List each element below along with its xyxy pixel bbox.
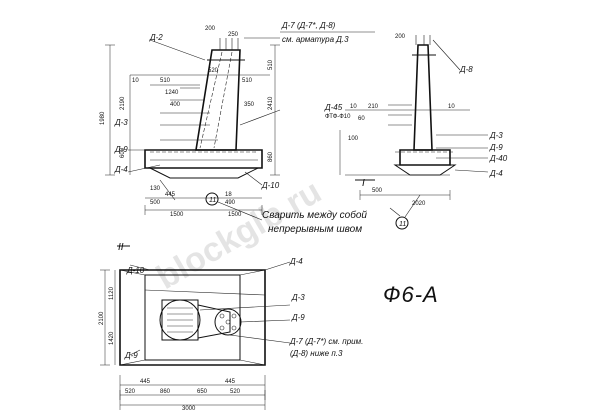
- dim-520: 520: [208, 68, 219, 74]
- dim-200-side: 200: [395, 34, 406, 40]
- mark-d9: Д-9: [114, 145, 128, 154]
- vertical-dims-front: 1980 2190 600 2410 510 860: [100, 59, 274, 162]
- dim-2410: 2410: [268, 96, 274, 110]
- section-1-label: I: [362, 178, 365, 189]
- mark-d3-side: Д-3: [489, 131, 503, 140]
- dim-200: 200: [205, 26, 216, 32]
- mark-d4: Д-4: [114, 165, 128, 174]
- dim-2190: 2190: [120, 96, 126, 110]
- section-2-label: II: [118, 242, 124, 253]
- drawing-title: Ф6-А: [383, 282, 439, 307]
- callout-11-front: 11: [209, 197, 216, 204]
- dim-510: 510: [160, 78, 171, 84]
- dim-1500-right: 1500: [228, 212, 242, 218]
- dim-210: 210: [368, 104, 379, 110]
- plan-note-1: Д-7 (Д-7*) см. прим.: [289, 337, 363, 346]
- dim-10-side-r: 10: [448, 104, 455, 110]
- anchor-ref-note: Д-7 (Д-7*, Д-8): [281, 21, 336, 30]
- mark-d9-side: Д-9: [489, 143, 503, 152]
- dim-520-plan-r: 520: [230, 389, 241, 395]
- dim-350: 350: [244, 102, 255, 108]
- dim-100: 100: [348, 136, 359, 142]
- front-elevation: [105, 37, 281, 221]
- dim-1120: 1120: [109, 286, 115, 300]
- dim-510-r: 510: [242, 78, 253, 84]
- dim-1500-left: 1500: [170, 212, 184, 218]
- mark-d4-side: Д-4: [489, 169, 503, 178]
- mark-d3-plan: Д-3: [291, 293, 305, 302]
- dim-445-plan-r: 445: [225, 379, 236, 385]
- dim-1240: 1240: [165, 90, 179, 96]
- vertical-dims-plan: 2100 1120 1420: [99, 286, 115, 345]
- dim-250: 250: [228, 32, 239, 38]
- weld-note-1: Сварить между собой: [262, 209, 367, 221]
- dim-1420: 1420: [109, 331, 115, 345]
- dim-60: 60: [358, 116, 365, 122]
- dim-3000: 3000: [182, 406, 196, 412]
- mark-d45: Д-45: [324, 103, 343, 112]
- mark-d2: Д-2: [149, 33, 163, 42]
- mark-d9-plan-2: Д-9: [291, 313, 305, 322]
- dim-490: 490: [225, 200, 236, 206]
- dim-445-plan: 445: [140, 379, 151, 385]
- dim-500: 500: [150, 200, 161, 206]
- mark-d4-plan: Д-4: [289, 257, 303, 266]
- anchor-ref-note-2: см. арматура Д.3: [282, 35, 349, 44]
- dim-860-plan: 860: [160, 389, 171, 395]
- dim-400: 400: [170, 102, 181, 108]
- dim-600: 600: [120, 147, 126, 158]
- mark-d9-plan: Д-9: [124, 351, 138, 360]
- dim-860: 860: [268, 151, 274, 162]
- plan-view: [100, 245, 291, 410]
- dim-2100: 2100: [99, 311, 105, 325]
- mark-d8: Д-8: [459, 65, 473, 74]
- side-elevation: [339, 35, 489, 230]
- dim-520-plan: 520: [125, 389, 136, 395]
- mark-d3: Д-3: [114, 118, 128, 127]
- weld-note-2: непрерывным швом: [268, 224, 362, 235]
- mark-d10-plan: Д-10: [126, 266, 145, 275]
- callout-11-side: 11: [399, 221, 406, 228]
- dim-500-side: 500: [372, 188, 383, 194]
- dim-10: 10: [132, 78, 139, 84]
- dim-10-side: 10: [350, 104, 357, 110]
- dim-650-plan: 650: [197, 389, 208, 395]
- mark-d10: Д-10: [261, 181, 280, 190]
- dim-445: 445: [165, 192, 176, 198]
- mark-d45-sub: ФТФ-Ф10: [325, 114, 351, 120]
- mark-d40-side: Д-40: [489, 154, 508, 163]
- dim-510-v: 510: [268, 59, 274, 70]
- dim-130: 130: [150, 186, 161, 192]
- dim-18: 18: [225, 192, 232, 198]
- dim-2020: 2020: [412, 201, 426, 207]
- dim-1980: 1980: [100, 111, 106, 125]
- plan-note-2: (Д-8) ниже п.3: [290, 349, 343, 358]
